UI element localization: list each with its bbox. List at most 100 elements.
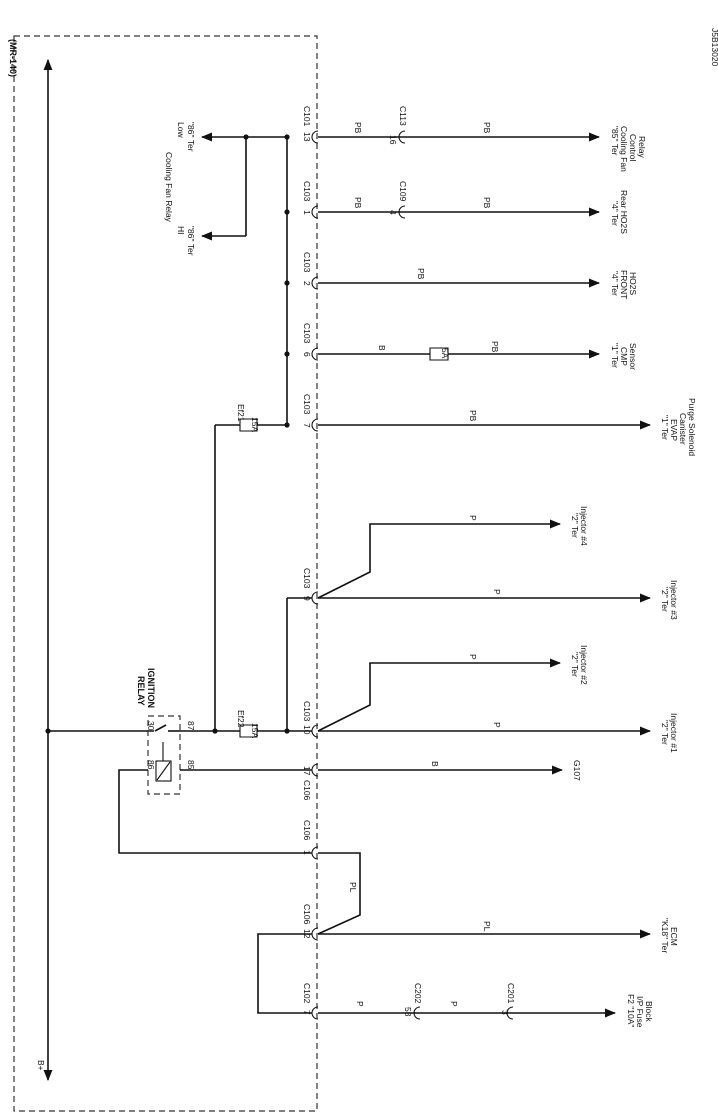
wire-color-labels: PB PB PB PB PB B PB PB P P P P B PL PL P… <box>348 122 502 1007</box>
evap-1: "1" Ter <box>660 415 670 440</box>
wire-inj2 <box>317 658 562 732</box>
fan-control-1: "85" Ter <box>610 126 620 156</box>
c103-7-name: C103 <box>302 394 312 415</box>
c106-12-name: C106 <box>302 904 312 925</box>
wire-pl-loop <box>317 852 361 935</box>
wc-6: B <box>377 345 387 351</box>
fuse-ef22: Ef22 15A <box>236 710 260 738</box>
conn-c103-9 <box>311 591 319 605</box>
relay-pin-85: 85 <box>186 760 196 770</box>
c113-16-pin: 16 <box>388 135 398 145</box>
c103-10-name: C103 <box>302 701 312 722</box>
c106-1-name: C106 <box>302 820 312 841</box>
junction-inj <box>284 728 290 734</box>
relay-title-1: IGNITION <box>146 668 156 708</box>
fuse-block-1: F2 "10A" <box>626 994 636 1027</box>
c103-2-pin: 2 <box>302 281 312 286</box>
inj4-1: "2" Ter <box>570 513 580 538</box>
wc-8: PB <box>468 410 478 422</box>
wire-relay-86 <box>118 769 312 854</box>
inj4-2: Injector #4 <box>579 506 589 546</box>
fuse-ef21-rating: 15A <box>250 417 260 432</box>
figure-code: J5B13020 <box>710 28 718 67</box>
wc-11: P <box>468 654 478 660</box>
fuse-ef21: Ef21 15A <box>236 404 260 432</box>
bplus-label: B+ <box>36 1060 46 1071</box>
ecm-1: "K18" Ter <box>660 918 670 953</box>
wc-2: PB <box>482 122 492 134</box>
fan-control-4: Relay <box>637 136 647 158</box>
front-ho2s-2: FRONT <box>619 270 629 299</box>
relay-pin-87: 87 <box>186 721 196 731</box>
junction-bus-354 <box>284 351 290 357</box>
wc-16: P <box>355 1001 365 1007</box>
relay-coil-diagonal <box>156 761 171 781</box>
wc-9: P <box>468 515 478 521</box>
wc-5: PB <box>416 268 426 280</box>
wire-ecm-c102-loop <box>257 933 312 1014</box>
inj2-2: Injector #2 <box>579 645 589 685</box>
conn-c103-1 <box>311 205 319 219</box>
c106-17-name: C106 <box>302 780 312 801</box>
module-label: (MR-140) <box>8 39 18 77</box>
conn-c103-7 <box>311 418 319 432</box>
fuse-ef22-id: Ef22 <box>236 710 246 728</box>
c103-1-name: C103 <box>302 181 312 202</box>
c103-9-name: C103 <box>302 568 312 589</box>
cmp-2: CMP <box>619 347 629 366</box>
cmp-1: "1" Ter <box>610 343 620 368</box>
ecm-2: ECM <box>669 927 679 946</box>
c202-58-name: C202 <box>413 983 423 1004</box>
fuse-5a-rating: 5A <box>440 348 450 359</box>
component-labels: "85" Ter Cooling Fan Control Relay "4" T… <box>570 126 697 1028</box>
inj2-1: "2" Ter <box>570 652 580 677</box>
fan-relay-low-2: "86" Ter <box>186 122 196 152</box>
wire-inj4 <box>317 519 562 599</box>
evap-2: EVAP <box>669 419 679 441</box>
ignition-relay-outline <box>147 715 181 795</box>
fuse-ef21-id: Ef21 <box>236 404 246 422</box>
junction-bus-425 <box>284 422 290 428</box>
relay-switch-contact <box>154 724 167 732</box>
c106-17-pin: 17 <box>302 766 312 776</box>
relay-pin-86: 86 <box>146 760 156 770</box>
inj3-2: Injector #3 <box>669 580 679 620</box>
conn-c103-6 <box>311 347 319 361</box>
c202-58-pin: 58 <box>403 1007 413 1017</box>
evap-3: Canister <box>678 413 688 445</box>
module-boundary <box>13 35 318 1112</box>
c103-10-pin: 10 <box>302 725 312 735</box>
c102-7-name: C102 <box>302 983 312 1004</box>
rear-ho2s-1: "4" Ter <box>610 201 620 226</box>
wc-17: P <box>449 1001 459 1007</box>
connector-labels: 13 C101 1 C103 2 C103 6 C103 7 C103 9 C1… <box>302 106 516 1017</box>
c113-16-name: C113 <box>398 106 408 126</box>
fuse-block-2: I/P Fuse <box>635 996 645 1028</box>
inj1-1: "2" Ter <box>660 720 670 745</box>
wc-1: PB <box>353 122 363 134</box>
c101-13-pin: 13 <box>302 132 312 142</box>
relay-pin-30: 30 <box>146 721 156 731</box>
front-ho2s-1: "4" Ter <box>610 271 620 296</box>
c103-6-name: C103 <box>302 323 312 344</box>
fuse-5a: 5A <box>429 347 450 361</box>
junction-bus-283 <box>284 280 290 286</box>
c103-1-pin: 1 <box>302 210 312 215</box>
fan-control-3: Control <box>628 134 638 162</box>
c101-13-name: C101 <box>302 106 312 127</box>
wc-12: P <box>492 722 502 728</box>
rear-ho2s-2: Rear HO2S <box>619 190 629 234</box>
conn-c103-10 <box>311 724 319 738</box>
inj1-2: Injector #1 <box>669 713 679 753</box>
conn-c101-13 <box>311 130 319 144</box>
fan-relay-low-1: Low <box>176 122 186 138</box>
conn-c103-2 <box>311 276 319 290</box>
cmp-3: Sensor <box>628 343 638 370</box>
c103-7-pin: 7 <box>302 423 312 428</box>
fuse-ef22-rating: 15A <box>250 723 260 738</box>
g107-label: G107 <box>572 760 582 781</box>
wc-4: PB <box>482 197 492 209</box>
inj3-1: "2" Ter <box>660 587 670 612</box>
output-wires <box>118 132 652 1018</box>
